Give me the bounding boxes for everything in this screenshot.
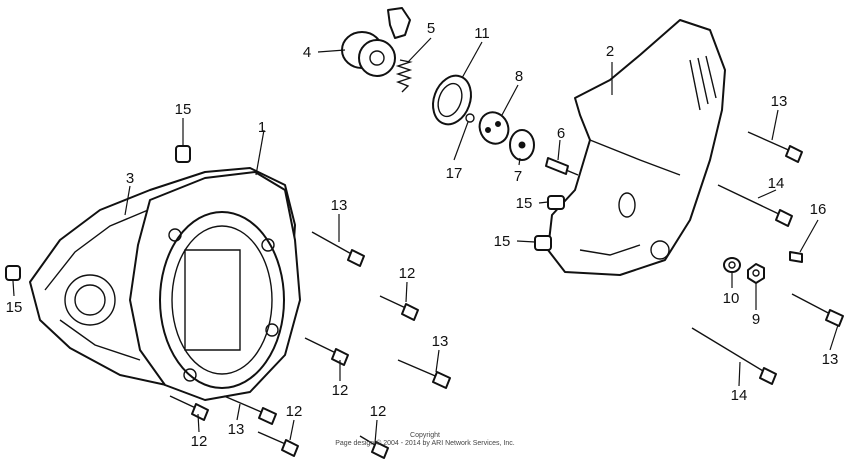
callout-15-b: 15 — [6, 299, 23, 316]
callout-12-e: 12 — [370, 403, 387, 420]
dowel-pin-part-15-top[interactable] — [175, 145, 191, 163]
bolt-part-12-d[interactable] — [257, 431, 299, 457]
dowel-pin-part-15-right-a[interactable] — [547, 195, 565, 210]
bolt-part-12-c[interactable] — [169, 395, 209, 421]
copyright-line: Page design © 2004 - 2014 by ARI Network… — [335, 439, 515, 447]
bolt-part-13-c[interactable] — [223, 395, 277, 425]
case-cover-part-1[interactable] — [64, 171, 301, 401]
callout-14-a: 14 — [768, 175, 785, 192]
callout-1: 1 — [258, 119, 266, 136]
callout-12-a: 12 — [399, 265, 416, 282]
nut-part-9[interactable] — [747, 263, 765, 284]
dowel-pin-part-15-right-b[interactable] — [534, 235, 552, 251]
callout-13-b: 13 — [432, 333, 449, 350]
leader-lines — [12, 37, 839, 444]
callout-15-a: 15 — [175, 101, 192, 118]
callout-13-c: 13 — [228, 421, 245, 438]
sprocket-cover-part-2[interactable] — [547, 19, 726, 276]
copyright-title: Copyright — [410, 432, 440, 439]
bolt-part-12-a[interactable] — [379, 295, 419, 321]
washer-part-10[interactable] — [723, 257, 741, 273]
callout-13-e: 13 — [822, 351, 839, 368]
bolt-part-12-b[interactable] — [304, 337, 349, 366]
callout-12-d: 12 — [286, 403, 303, 420]
callout-2: 2 — [606, 43, 614, 60]
cam-part-7[interactable] — [509, 129, 535, 161]
bolt-part-13-a[interactable] — [311, 231, 365, 267]
bolt-part-13-e[interactable] — [791, 293, 844, 327]
callout-12-c: 12 — [191, 433, 208, 450]
dowel-pin-part-15-left[interactable] — [5, 265, 21, 281]
callout-14-b: 14 — [731, 387, 748, 404]
callout-10: 10 — [723, 290, 740, 307]
pin-part-6[interactable] — [545, 157, 579, 176]
callout-13-a: 13 — [331, 197, 348, 214]
oil-seal-part-11[interactable] — [427, 70, 478, 129]
ball-part-17[interactable] — [465, 113, 475, 123]
callout-9: 9 — [752, 311, 760, 328]
bolt-part-12-e[interactable] — [359, 435, 389, 459]
callout-4: 4 — [303, 44, 311, 61]
callout-8: 8 — [515, 68, 523, 85]
callout-6: 6 — [557, 125, 565, 142]
callout-13-d: 13 — [771, 93, 788, 110]
callout-12-b: 12 — [332, 382, 349, 399]
callout-17: 17 — [446, 165, 463, 182]
long-bolt-part-14-a[interactable] — [717, 184, 793, 227]
callout-5: 5 — [427, 20, 435, 37]
callout-7: 7 — [514, 168, 522, 185]
copyright-notice: Copyright Page design © 2004 - 2014 by A… — [335, 432, 515, 447]
callout-11: 11 — [474, 25, 490, 42]
spring-part-5[interactable] — [395, 59, 413, 93]
plate-part-8[interactable] — [475, 108, 514, 149]
callout-15-c: 15 — [516, 195, 533, 212]
callout-3: 3 — [126, 170, 134, 187]
tensioner-part-4[interactable] — [341, 7, 411, 77]
callout-16: 16 — [810, 201, 827, 218]
callout-labels: 1 2 3 4 5 6 7 8 9 10 11 12 12 12 12 12 1… — [6, 20, 839, 450]
callout-15-d: 15 — [494, 233, 511, 250]
bolt-part-13-d[interactable] — [747, 131, 803, 163]
bolt-part-13-b[interactable] — [397, 359, 451, 389]
long-bolt-part-14-b[interactable] — [691, 327, 777, 385]
screw-part-16[interactable] — [789, 251, 803, 263]
